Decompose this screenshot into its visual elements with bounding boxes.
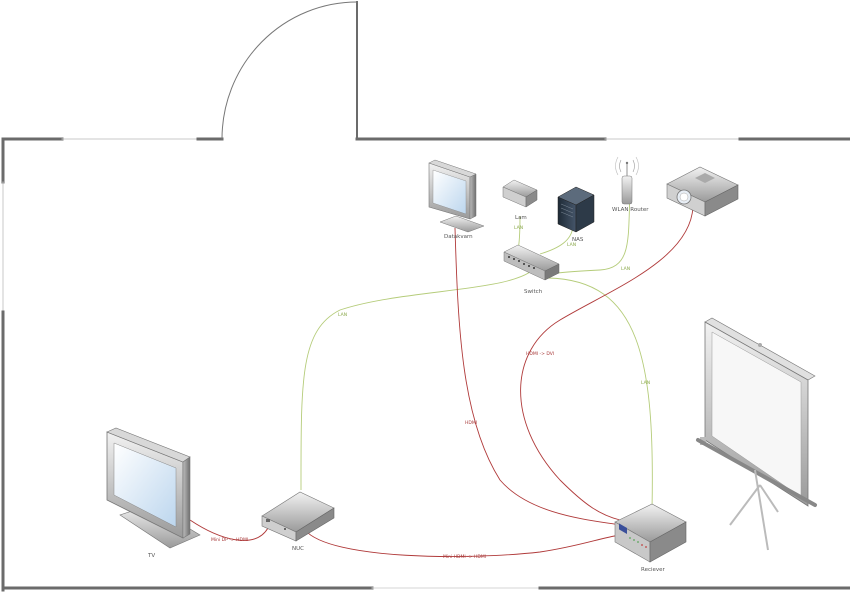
switch-label: Switch [524, 289, 543, 295]
nas-icon [557, 186, 595, 233]
label-lamp-switch: LAN [514, 225, 523, 231]
lamp-label: Lam [515, 215, 527, 221]
cable-nuc-receiver [304, 529, 621, 557]
cable-labels: LAN LAN LAN LAN LAN HDMI HDMI -> DVI Min… [211, 225, 650, 560]
monitor-label: Datakvarn [444, 234, 473, 240]
label-monitor-receiver: HDMI [465, 420, 477, 426]
lamp-icon [502, 179, 538, 208]
nas-label: NAS [572, 237, 584, 243]
nuc-icon [261, 491, 335, 542]
cable-projector-receiver [520, 206, 694, 521]
tv-icon [106, 427, 201, 549]
lan-cables [300, 189, 653, 511]
receiver-label: Reciever [641, 567, 666, 573]
label-nuc-switch: LAN [338, 312, 347, 318]
label-switch-receiver: LAN [641, 380, 650, 386]
cable-monitor-receiver [454, 227, 621, 526]
label-projector-receiver: HDMI -> DVI [526, 351, 554, 357]
projector-icon [666, 166, 739, 217]
cable-switch-receiver [547, 277, 653, 511]
cable-nuc-switch [300, 271, 531, 491]
label-router-switch: LAN [621, 266, 630, 272]
cable-router-switch [551, 189, 631, 275]
switch-icon [503, 244, 560, 281]
hdmi-cables [189, 206, 694, 557]
projection-screen-icon [696, 317, 817, 551]
router-icon [615, 156, 639, 205]
tv-label: TV [147, 553, 155, 559]
label-nuc-tv: Mini DP -> HDMI [211, 537, 248, 543]
cable-nuc-tv [189, 519, 269, 541]
label-nas-switch: LAN [567, 242, 576, 248]
label-nuc-receiver: Mini HDMI -> HDMI [443, 554, 486, 560]
router-label: WLAN Router [612, 207, 649, 213]
cable-nas-switch [539, 225, 574, 255]
nuc-label: NUC [292, 546, 304, 552]
monitor-icon [428, 159, 485, 233]
receiver-icon [614, 503, 687, 563]
